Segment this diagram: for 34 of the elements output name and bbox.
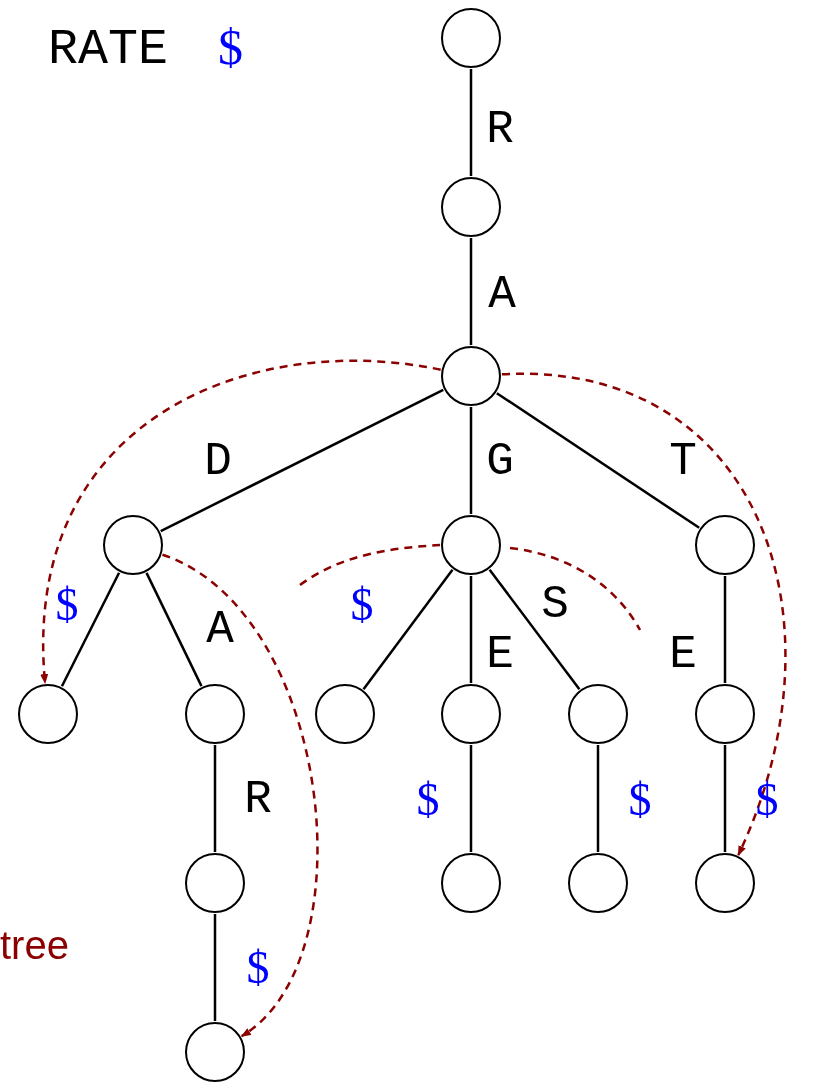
- edge-label: $: [755, 777, 779, 823]
- edge-label: D: [204, 439, 232, 485]
- edge-label: G: [486, 439, 514, 485]
- tree-edge: [723, 576, 727, 683]
- tree-edge: [469, 238, 473, 345]
- tree-edge: [469, 576, 473, 683]
- edge-label: $: [416, 777, 440, 823]
- edge-label: R: [486, 107, 514, 153]
- edge-label: $: [246, 945, 270, 991]
- tree-edge: [488, 569, 581, 690]
- edge-label: S: [541, 582, 569, 628]
- edge-label: E: [669, 632, 697, 678]
- tree-edge: [496, 392, 700, 529]
- edge-label: T: [669, 439, 697, 485]
- edge-label: E: [486, 632, 514, 678]
- tree-edge: [213, 745, 217, 852]
- edge-label: $: [55, 582, 79, 628]
- dashed-arrow: [40, 359, 441, 685]
- string-label: $: [218, 22, 243, 72]
- caption-text: tree: [0, 925, 69, 965]
- edge-label: $: [350, 582, 374, 628]
- tree-edge: [596, 745, 600, 852]
- tree-edge: [213, 914, 217, 1021]
- edge-label: R: [244, 777, 272, 823]
- edge-label: A: [206, 607, 234, 653]
- string-label: RATE: [48, 25, 169, 75]
- edge-label: $: [628, 777, 652, 823]
- tree-edge: [469, 745, 473, 852]
- tree-edge: [469, 69, 473, 176]
- tree-edge: [723, 745, 727, 852]
- tree-edge: [469, 407, 473, 514]
- tree-edge: [362, 569, 454, 690]
- dashed-arrow: [501, 373, 786, 856]
- edge-label: A: [488, 272, 516, 318]
